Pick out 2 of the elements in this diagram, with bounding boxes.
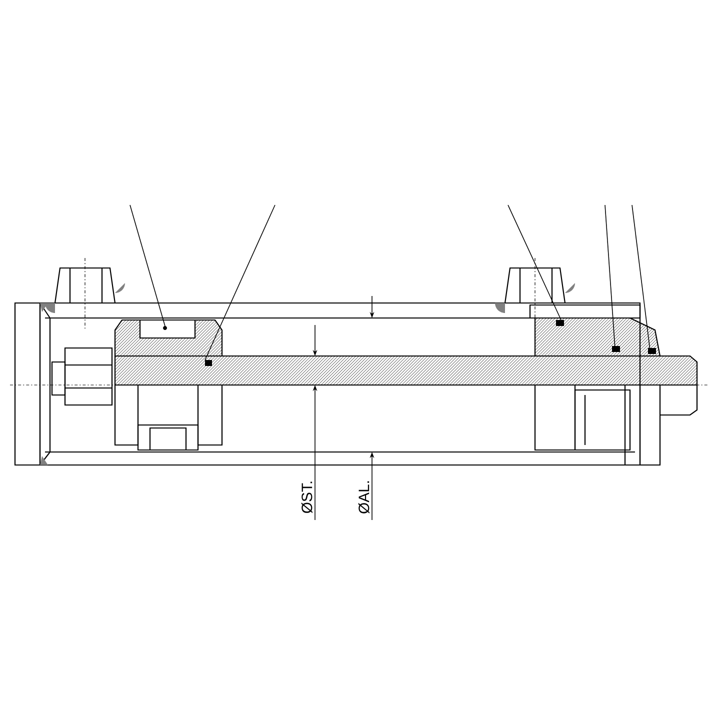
dimension-label: ØST. [301,482,312,514]
dimension-label: ØAL. [358,481,370,514]
